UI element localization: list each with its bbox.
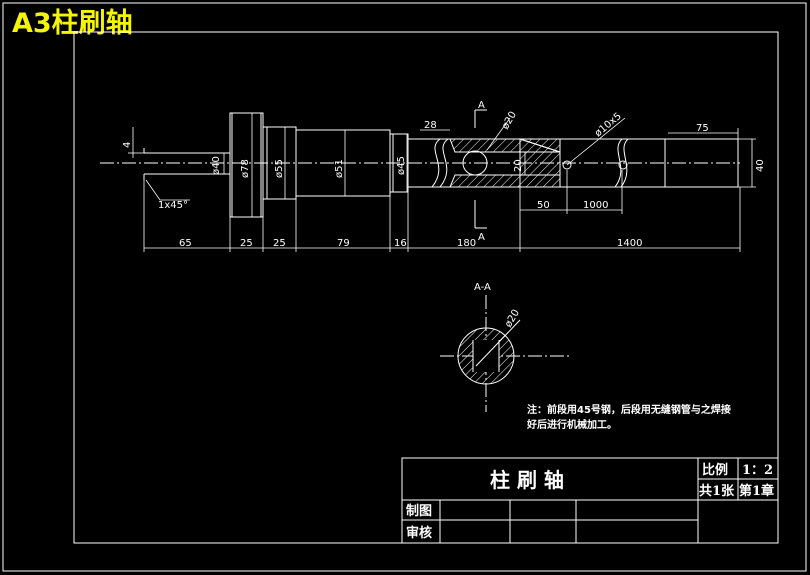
dim-v20: 20 [513,159,524,172]
cut-marker-bottom: A [478,232,485,243]
dim-d55: ø55 [274,159,285,178]
dim-v4: 4 [122,142,133,148]
checked-label: 审核 [406,525,432,541]
dim-b16: 16 [394,238,407,249]
scale-value: 1：2 [742,463,773,478]
section-view [440,295,572,412]
section-cut-line [474,109,487,229]
dim-d40: ø40 [211,156,222,175]
shaft-main-view [100,112,740,218]
dim-h50: 50 [537,200,550,211]
dimension-lines [128,113,756,252]
cut-marker-top: A [478,100,485,111]
dim-b65: 65 [179,238,192,249]
dim-chamfer: 1x45° [158,200,188,211]
dim-h75: 75 [696,123,709,134]
dim-d20-section: ø20 [503,308,522,330]
dim-d45: ø45 [396,156,407,175]
dim-b180: 180 [457,238,476,249]
dim-b25a: 25 [240,238,253,249]
dim-v40: 40 [755,159,766,172]
sheet-count: 共1张 [699,483,735,499]
dim-h28: 28 [424,120,437,131]
dim-d51: ø51 [334,159,345,178]
drawing-frame [73,31,779,544]
dim-d10x5: ø10x5 [593,111,624,139]
dim-b79: 79 [337,238,350,249]
dim-b25b: 25 [273,238,286,249]
note-line-2: 好后进行机械加工。 [526,418,617,431]
dim-b1400: 1400 [617,238,642,249]
dim-d20-top: ø20 [500,110,519,132]
dim-h1000: 1000 [583,200,608,211]
dim-d78: ø78 [240,159,251,178]
scale-label: 比例 [702,462,728,478]
note-line-1: 注：前段用45号钢，后段用无缝钢管与之焊接 [527,403,731,416]
title-block-name: 柱 刷 轴 [490,468,564,492]
drawn-label: 制图 [406,503,432,519]
title-block [401,457,779,544]
hatch-regions [449,138,561,188]
sheet-number: 第1章 [739,483,774,499]
section-label: A-A [474,282,491,293]
